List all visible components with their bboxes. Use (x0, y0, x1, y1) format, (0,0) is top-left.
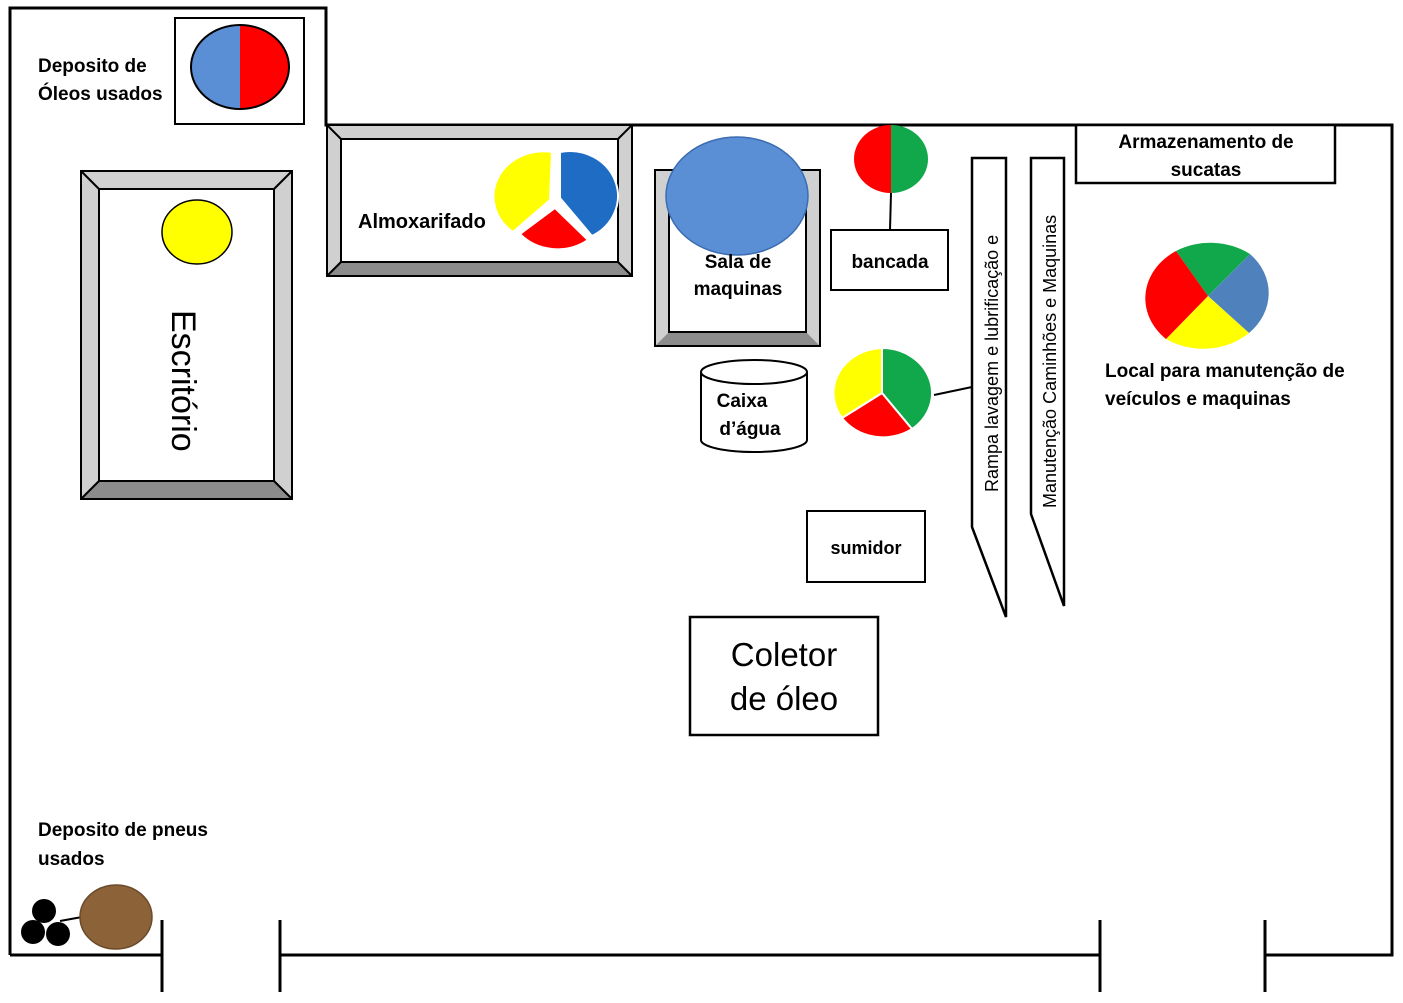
escritorio-yellow-marker (161, 199, 233, 265)
oil-deposit-blue-half (191, 25, 240, 109)
coletor-label-2: de óleo (730, 680, 838, 717)
coletor-oleo-box (688, 615, 880, 737)
almoxarifado-label: Almoxarifado (358, 211, 486, 233)
manutencao-caminhoes-label: Manutenção Caminhões e Maquinas (1040, 215, 1060, 508)
sala-maquinas-label-2: maquinas (694, 279, 783, 300)
pneus-label-1: Deposito de pneus (38, 820, 208, 841)
almoxarifado-pie (492, 150, 619, 251)
rampa-lavagem-area (970, 156, 1008, 618)
sala-maquinas-label-1: Sala de (705, 252, 772, 273)
deposito-oleos-area (174, 17, 305, 125)
escritorio-room (80, 170, 293, 500)
sala-maquinas-room (654, 136, 821, 347)
caixa-agua-label-2: d’água (719, 419, 781, 440)
escritorio-label: Escritório (164, 310, 202, 452)
sumidor-box (806, 510, 926, 583)
local-manutencao-label-1: Local para manutenção de (1105, 361, 1345, 382)
oil-deposit-red-half (240, 25, 289, 109)
pneus-icons (21, 884, 153, 950)
sumidor-label: sumidor (830, 538, 901, 558)
caixa-agua-tank (700, 359, 808, 453)
armazenamento-label-2: sucatas (1171, 160, 1242, 181)
deposito-oleos-label-1: Deposito de (38, 56, 147, 77)
bancada-pie (854, 125, 928, 231)
coletor-label-1: Coletor (731, 636, 837, 673)
pneus-label-2: usados (38, 849, 105, 870)
deposito-oleos-label-2: Óleos usados (38, 83, 163, 105)
brown-marker (79, 884, 153, 950)
tire-icon (32, 899, 56, 923)
manutencao-caminhoes-area (1029, 156, 1066, 607)
armazenamento-sucatas-box (1074, 123, 1337, 185)
bancada-box (830, 229, 949, 291)
local-manutencao-pie (1145, 242, 1269, 349)
rampa-pie (832, 346, 973, 439)
local-manutencao-label-2: veículos e maquinas (1105, 389, 1291, 410)
caixa-agua-label-1: Caixa (717, 391, 768, 412)
tire-icon (46, 922, 70, 946)
tire-icon (21, 920, 45, 944)
rampa-lavagem-label: Rampa lavagem e lubrificação e (982, 235, 1002, 492)
bancada-label: bancada (851, 252, 929, 273)
sala-maquinas-blue-marker (665, 136, 809, 256)
armazenamento-label-1: Armazenamento de (1118, 132, 1293, 153)
